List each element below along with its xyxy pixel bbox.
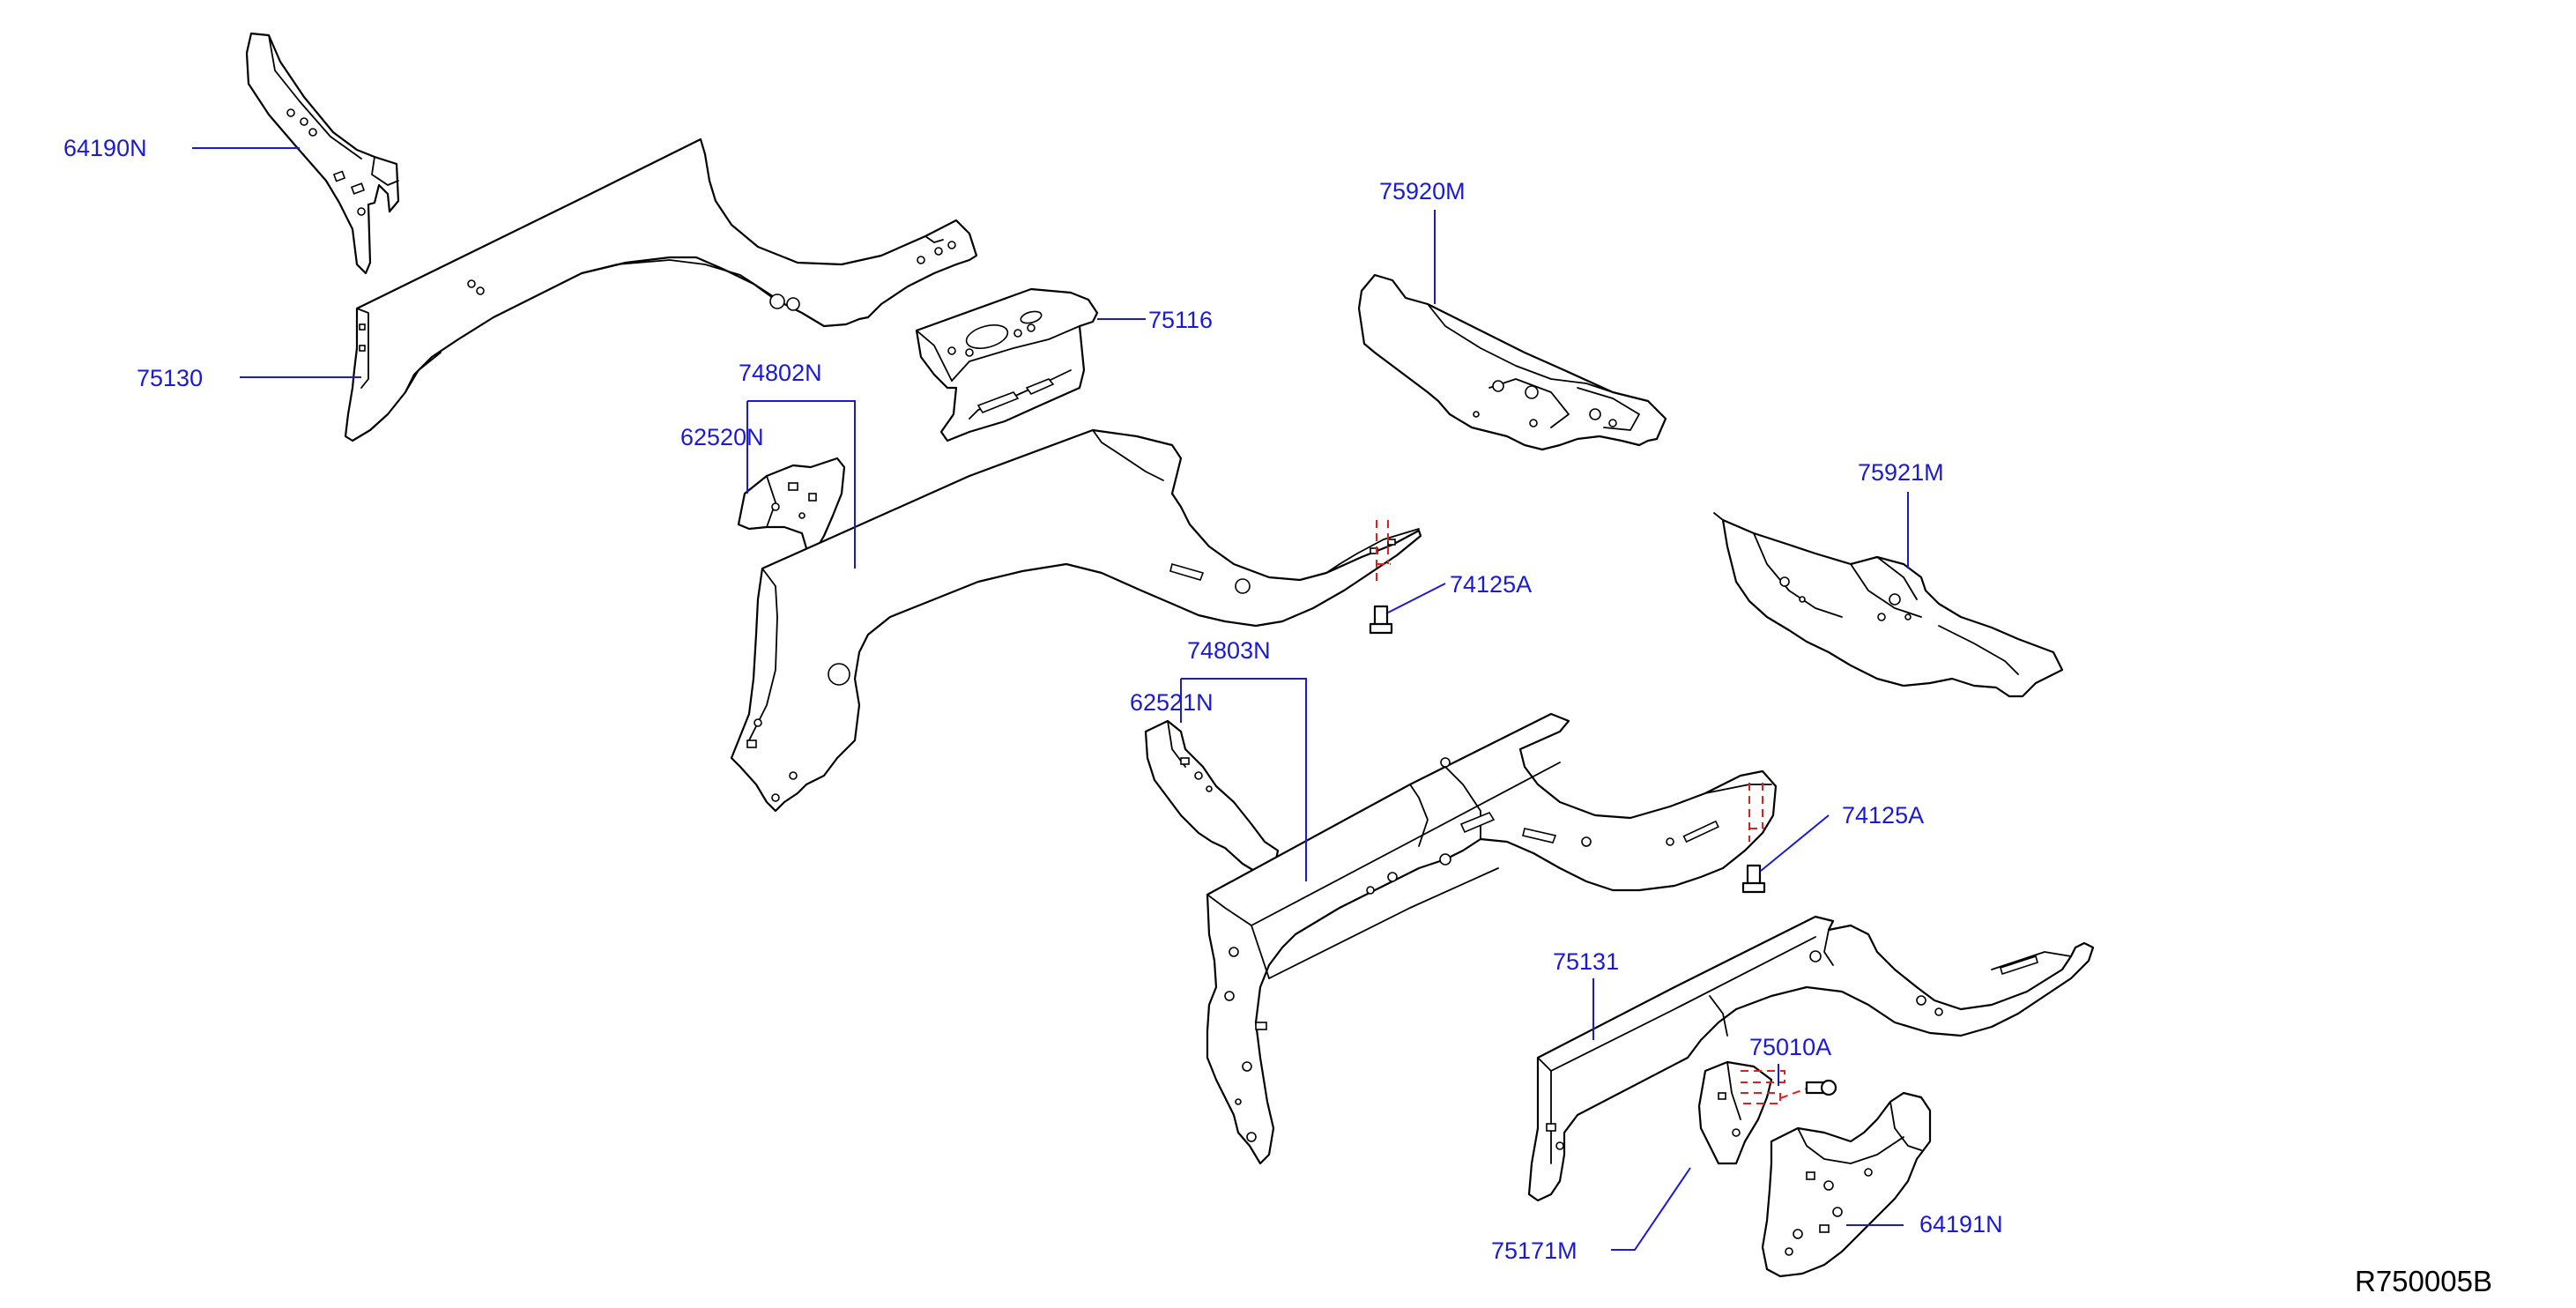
label-75131: 75131 <box>1553 948 1619 975</box>
label-64191n: 64191N <box>1919 1211 2003 1237</box>
label-74803n: 74803N <box>1187 637 1271 664</box>
part-64191n-drawing <box>1761 1091 1932 1278</box>
label-64190n: 64190N <box>63 135 147 161</box>
diagram-code: R750005B <box>2355 1265 2492 1297</box>
leader-75171m <box>1611 1167 1691 1251</box>
part-75921m-drawing <box>1713 512 2064 698</box>
bolt-75010a-drawing <box>1741 1070 1837 1104</box>
label-62521n: 62521N <box>1130 689 1214 716</box>
part-62520n-drawing <box>737 457 846 553</box>
part-75130-drawing <box>344 137 978 442</box>
part-75171m-drawing <box>1697 1060 1773 1165</box>
leader-lines <box>192 147 1909 1251</box>
label-75010a: 75010A <box>1749 1034 1831 1060</box>
label-75920m: 75920M <box>1379 178 1466 204</box>
label-62520n: 62520N <box>680 424 764 450</box>
leader-74802n <box>747 400 856 569</box>
part-64190n-drawing <box>245 32 400 275</box>
part-74802n-drawing <box>730 428 1422 813</box>
leader-74125a-upper <box>1387 583 1446 613</box>
part-75131-drawing <box>1527 915 2095 1202</box>
bolt-74125a-lower-drawing <box>1741 783 1766 894</box>
label-75130: 75130 <box>137 365 203 391</box>
label-74125a-lower: 74125A <box>1842 802 1924 829</box>
label-74802n: 74802N <box>739 360 822 386</box>
part-74803n-drawing <box>1206 712 1778 1165</box>
label-75116: 75116 <box>1148 307 1213 333</box>
label-75171m: 75171M <box>1491 1237 1578 1264</box>
part-62521n-drawing <box>1144 719 1280 879</box>
label-75921m: 75921M <box>1858 459 1944 486</box>
label-74125a-upper: 74125A <box>1450 571 1532 598</box>
leader-74125a-lower <box>1760 814 1830 872</box>
part-75920m-drawing <box>1357 273 1667 451</box>
part-75116-drawing <box>915 287 1099 442</box>
bolt-74125a-upper-drawing <box>1369 520 1393 635</box>
leader-74803n <box>1181 678 1307 881</box>
